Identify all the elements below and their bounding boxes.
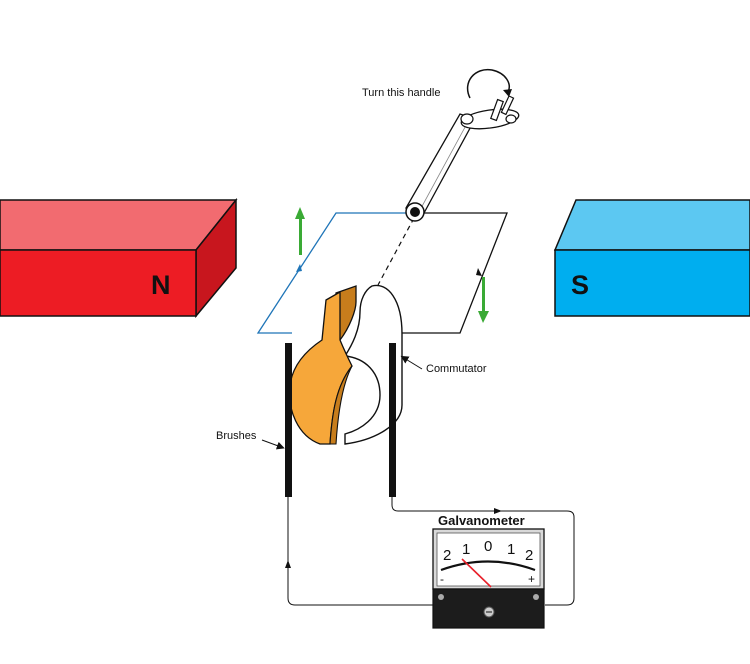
force-arrow-up-icon — [295, 207, 305, 255]
commutator-orange-half — [288, 285, 357, 445]
north-pole-label: N — [151, 270, 171, 300]
handle-label: Turn this handle — [362, 87, 441, 99]
force-arrow-down-icon — [478, 277, 489, 323]
brush-left — [285, 343, 292, 497]
commutator-label: Commutator — [426, 363, 487, 375]
rotation-arrow-icon — [466, 68, 510, 99]
coil-black-arrow — [476, 268, 482, 276]
scale-mark: 1 — [462, 541, 471, 558]
coil-black-side — [400, 212, 508, 334]
minus-sign: - — [440, 572, 444, 586]
galvanometer-needle — [461, 558, 492, 588]
commutator-pointer — [400, 355, 423, 370]
brushes-pointer — [261, 439, 285, 450]
scale-mark: 2 — [525, 547, 534, 564]
galvanometer — [432, 528, 545, 629]
coil-blue-arrow — [296, 264, 302, 272]
circuit-wire-right — [391, 497, 575, 606]
scale-mark: 2 — [443, 547, 452, 564]
scale-mark: 0 — [484, 538, 493, 555]
north-magnet — [0, 197, 238, 319]
plus-sign: + — [528, 572, 536, 586]
commutator-white-half — [343, 284, 403, 445]
circuit-wire-left — [287, 497, 433, 606]
brushes-label: Brushes — [216, 430, 257, 442]
scale-mark: 1 — [507, 541, 516, 558]
coil-blue-side — [256, 212, 414, 334]
south-magnet — [553, 199, 750, 317]
galvanometer-title: Galvanometer — [438, 513, 525, 528]
rotation-axis — [377, 217, 415, 286]
south-pole-label: S — [571, 270, 590, 300]
handle-shaft — [405, 113, 476, 214]
crank-handle — [460, 95, 520, 130]
brush-right — [389, 343, 396, 497]
